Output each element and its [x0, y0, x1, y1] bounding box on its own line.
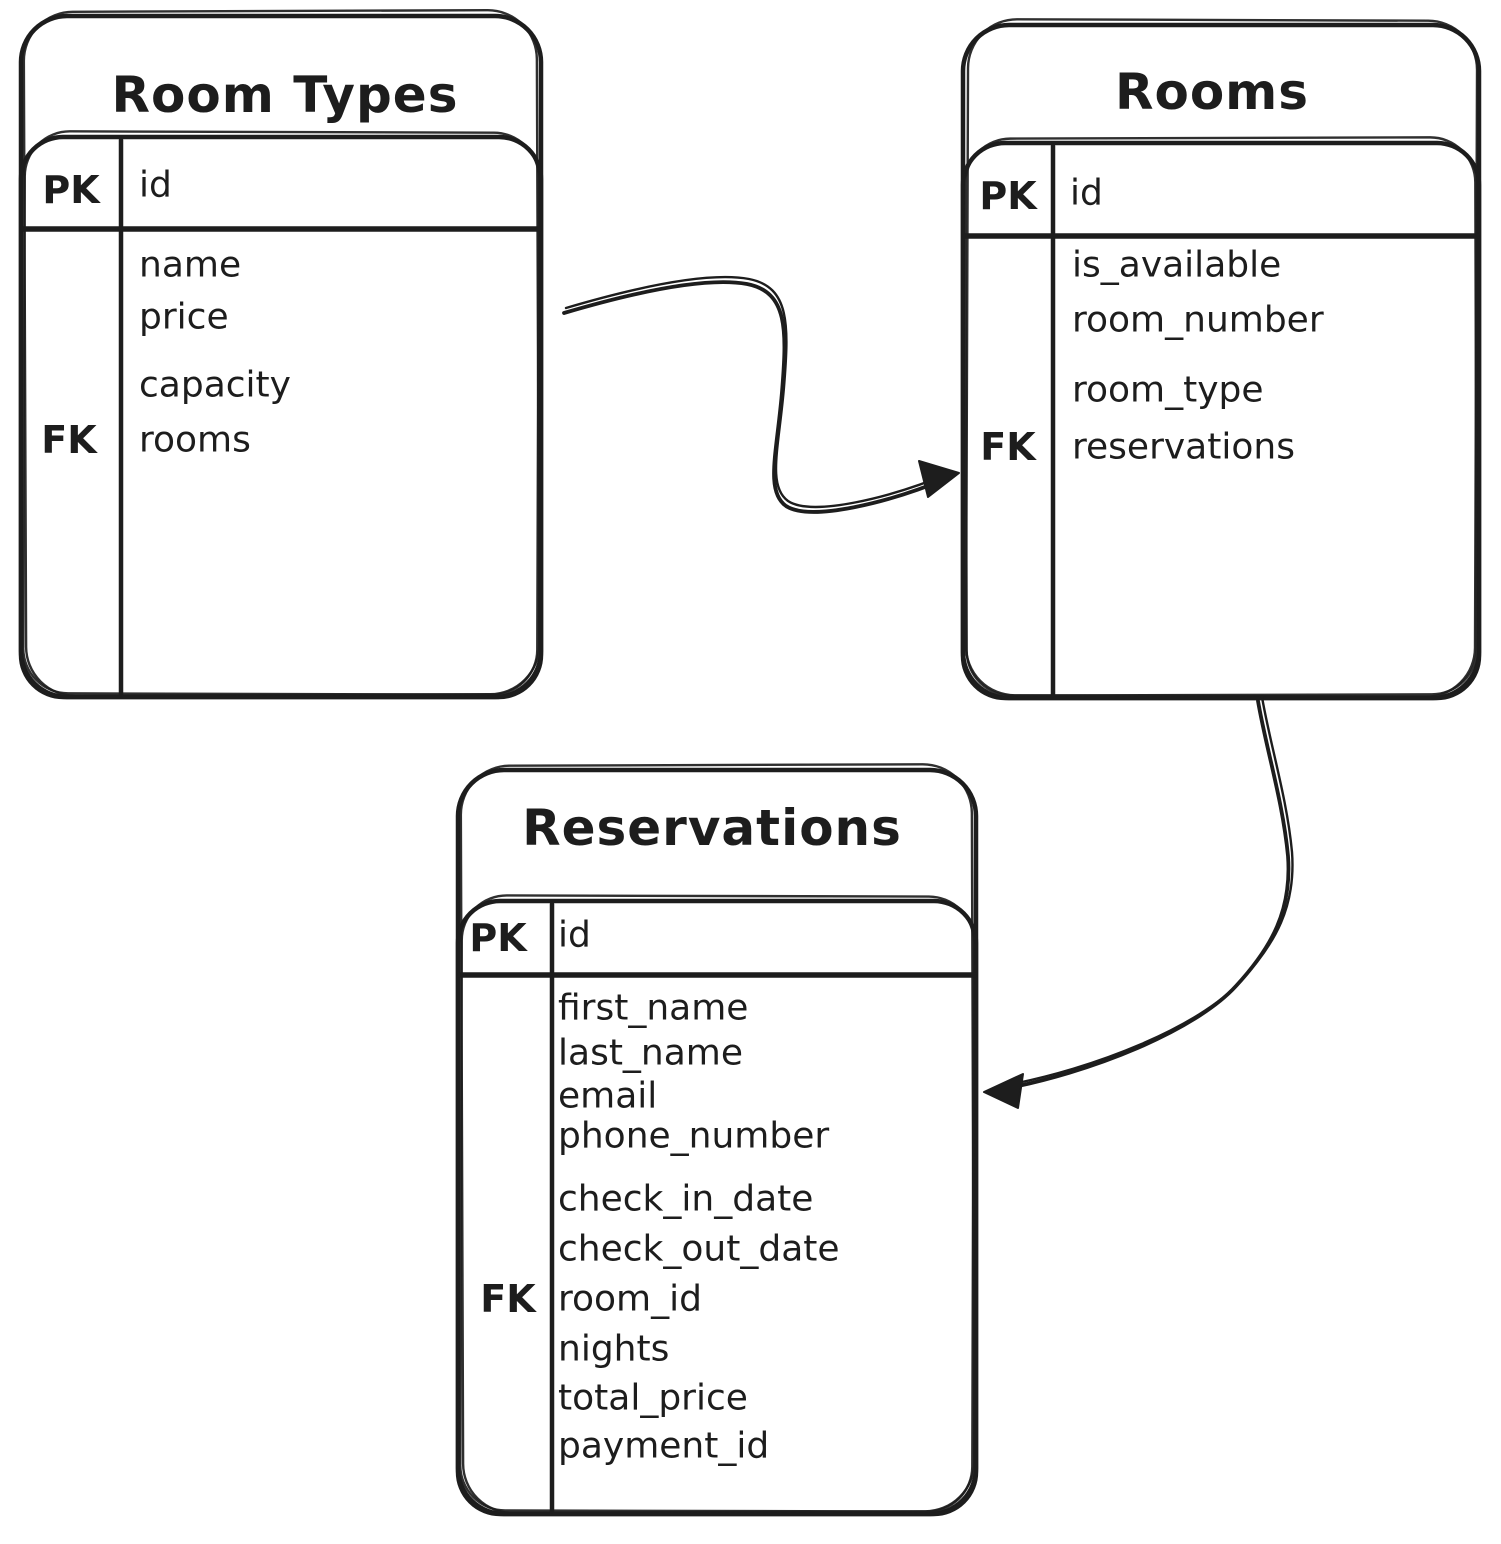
room-types-fk-label: FK [41, 418, 97, 462]
reservations-field-id: id [558, 914, 591, 956]
reservations-field-email: email [558, 1075, 658, 1117]
rooms-pk-label: PK [979, 174, 1037, 218]
reservations-field-room-id: room_id [558, 1278, 702, 1320]
arrowhead-into-reservations [983, 1073, 1024, 1109]
reservations-field-payment-id: payment_id [558, 1425, 770, 1467]
reservations-fk-label: FK [480, 1277, 536, 1321]
room-types-field-rooms: rooms [139, 419, 251, 461]
arrow-rooms-to-reservations [983, 695, 1294, 1109]
room-types-table-outline [18, 9, 544, 700]
room-types-title: Room Types [111, 66, 459, 124]
rooms-title: Rooms [1114, 63, 1310, 121]
reservations-title: Reservations [522, 799, 902, 857]
rooms-field-is-available: is_available [1072, 244, 1282, 286]
reservations-table-outline [455, 763, 979, 1517]
reservations-field-first-name: first_name [558, 987, 749, 1029]
reservations-field-total-price: total_price [558, 1377, 748, 1419]
reservations-pk-label: PK [469, 916, 527, 960]
rooms-field-reservations: reservations [1072, 426, 1295, 468]
room-types-pk-label: PK [42, 168, 100, 212]
reservations-field-nights: nights [558, 1328, 670, 1370]
rooms-field-id: id [1070, 172, 1103, 214]
reservations-field-last-name: last_name [558, 1032, 744, 1074]
rooms-table-outline [960, 18, 1482, 701]
room-types-field-price: price [139, 296, 229, 338]
reservations-field-check-out-date: check_out_date [558, 1228, 840, 1270]
rooms-field-room-type: room_type [1072, 369, 1264, 411]
room-types-field-id: id [139, 164, 172, 206]
room-types-field-name: name [139, 244, 242, 286]
reservations-field-phone-number: phone_number [558, 1115, 830, 1157]
room-types-field-capacity: capacity [139, 364, 291, 406]
rooms-field-room-number: room_number [1072, 299, 1324, 341]
rooms-fk-label: FK [980, 425, 1036, 469]
arrow-room-types-to-rooms [562, 275, 960, 514]
arrowhead-into-rooms [918, 460, 960, 498]
reservations-field-check-in-date: check_in_date [558, 1178, 814, 1220]
